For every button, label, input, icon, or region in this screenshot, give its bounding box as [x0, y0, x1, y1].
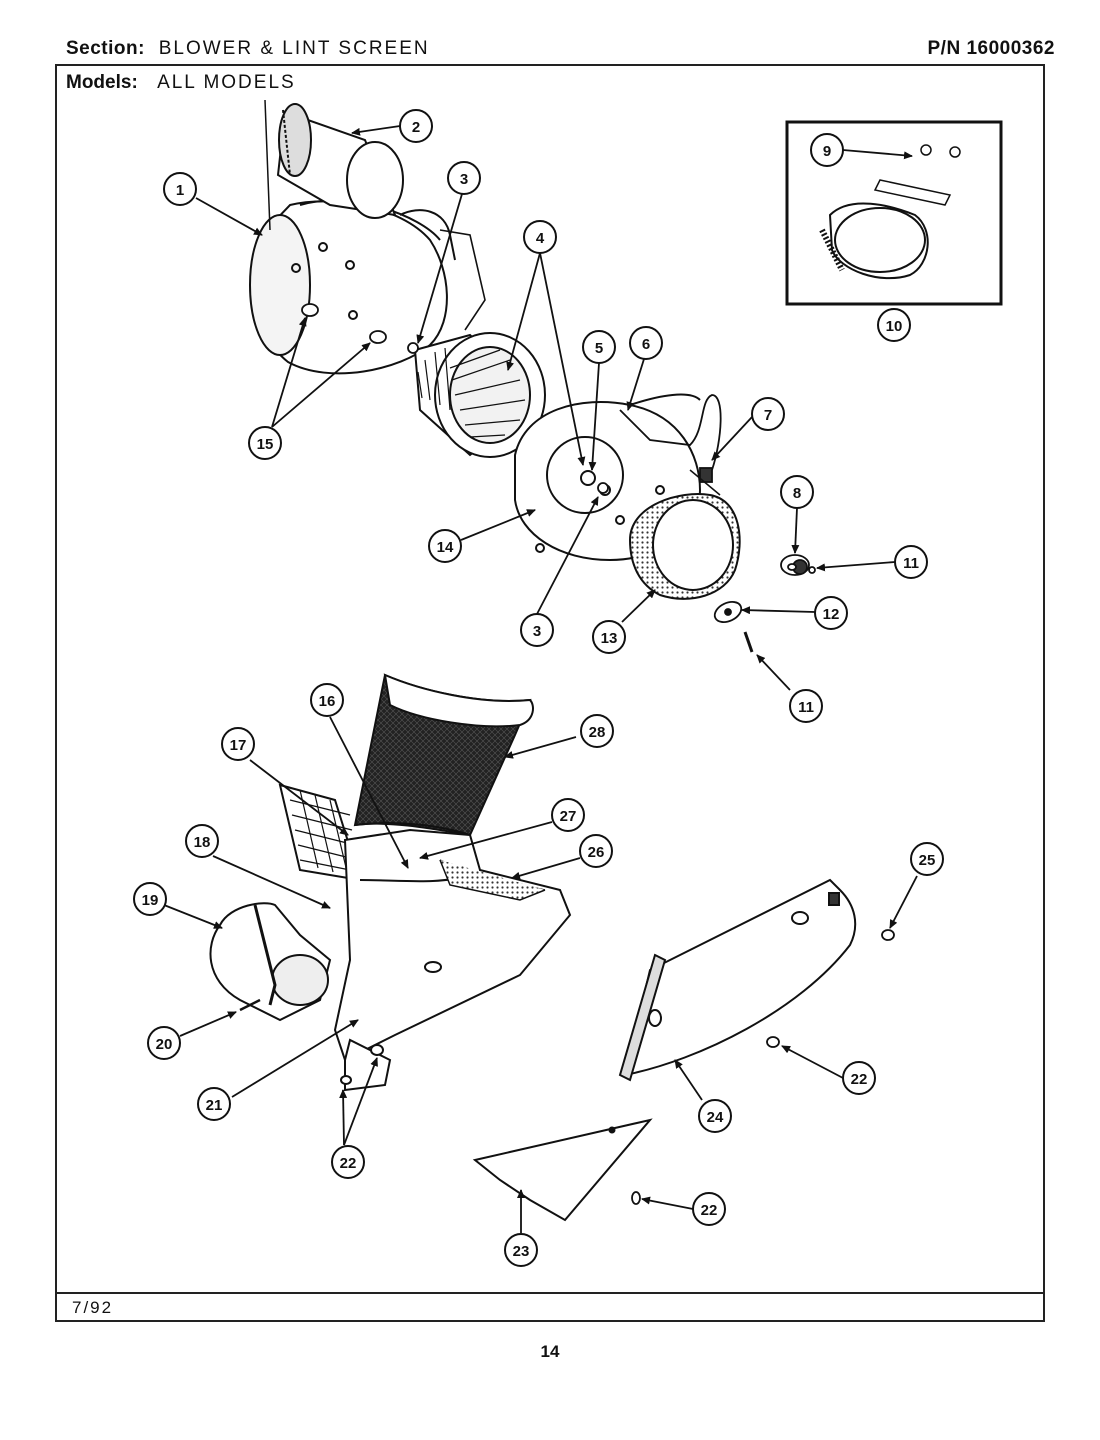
- svg-text:22: 22: [851, 1071, 868, 1088]
- motor-part: [276, 103, 486, 331]
- mounting-plate-part: [340, 1038, 392, 1092]
- svg-text:22: 22: [701, 1202, 718, 1219]
- footer-divider: [55, 1292, 1045, 1294]
- svg-text:5: 5: [595, 340, 603, 357]
- svg-text:27: 27: [560, 808, 577, 825]
- leader-lines: [163, 125, 918, 1233]
- callout-19: 19: [133, 882, 167, 916]
- svg-text:7: 7: [764, 407, 772, 424]
- callout-13: 13: [592, 620, 626, 654]
- callout-27: 27: [551, 798, 585, 832]
- svg-text:25: 25: [919, 852, 936, 869]
- duct-ring-part: [628, 469, 741, 600]
- svg-text:3: 3: [460, 171, 468, 188]
- callout-7: 7: [751, 397, 785, 431]
- svg-text:8: 8: [793, 485, 801, 502]
- svg-text:13: 13: [601, 630, 618, 647]
- callout-16: 16: [310, 683, 344, 717]
- callout-18: 18: [185, 824, 219, 858]
- models-label: Models:: [66, 72, 138, 93]
- svg-text:24: 24: [707, 1109, 724, 1126]
- svg-text:19: 19: [142, 892, 159, 909]
- svg-text:21: 21: [206, 1097, 223, 1114]
- svg-text:17: 17: [230, 737, 247, 754]
- callout-10: 10: [877, 308, 911, 342]
- callout-23: 23: [504, 1233, 538, 1267]
- svg-text:23: 23: [513, 1243, 530, 1260]
- callout-2: 2: [399, 109, 433, 143]
- revision-date: 7/92: [72, 1298, 114, 1317]
- callout-3-top: 3: [447, 161, 481, 195]
- baffle-plate-part: [472, 1118, 653, 1222]
- svg-text:28: 28: [589, 724, 606, 741]
- svg-text:12: 12: [823, 606, 840, 623]
- svg-text:14: 14: [437, 539, 454, 556]
- svg-text:15: 15: [257, 436, 274, 453]
- svg-text:4: 4: [536, 230, 545, 247]
- callout-8: 8: [780, 475, 814, 509]
- svg-text:16: 16: [319, 693, 336, 710]
- svg-text:22: 22: [340, 1155, 357, 1172]
- svg-text:2: 2: [412, 119, 420, 136]
- exhaust-duct-part: [209, 902, 332, 1022]
- svg-text:20: 20: [156, 1036, 173, 1053]
- callout-4: 4: [523, 220, 557, 254]
- thermostat-bracket-part: [713, 601, 754, 653]
- callout-14: 14: [428, 529, 462, 563]
- callout-5: 5: [582, 330, 616, 364]
- part-number: P/N 16000362: [927, 38, 1055, 59]
- svg-text:3: 3: [533, 623, 541, 640]
- callout-28: 28: [580, 714, 614, 748]
- callout-6: 6: [629, 326, 663, 360]
- svg-text:6: 6: [642, 336, 650, 353]
- section-label: Section:: [66, 38, 145, 59]
- svg-text:26: 26: [588, 844, 605, 861]
- models-header: Models: ALL MODELS: [66, 72, 296, 94]
- motor-kit-inset: [785, 120, 1003, 306]
- wire-lead-part: [619, 394, 722, 483]
- page-number: 14: [540, 1342, 560, 1361]
- side-panel-part: [618, 878, 857, 1082]
- svg-text:11: 11: [903, 555, 919, 572]
- callout-17: 17: [221, 727, 255, 761]
- callout-22-right: 22: [842, 1061, 876, 1095]
- svg-text:11: 11: [798, 699, 814, 716]
- diagram-frame: [55, 64, 1045, 1322]
- callout-20: 20: [147, 1026, 181, 1060]
- blower-wheel-part: [413, 332, 546, 458]
- callout-11-lower: 11: [789, 689, 823, 723]
- section-title: BLOWER & LINT SCREEN: [158, 38, 430, 59]
- screws: [301, 303, 895, 1205]
- callout-markers: 1 2 3 4 5 6 7 8 9 10 11 11 12 13 14 3 15…: [133, 109, 944, 1267]
- models-value: ALL MODELS: [157, 72, 296, 93]
- lint-screen-part: [353, 673, 534, 837]
- callout-11-upper: 11: [894, 545, 928, 579]
- svg-text:1: 1: [176, 182, 184, 199]
- callout-12: 12: [814, 596, 848, 630]
- callout-3-lower: 3: [520, 613, 554, 647]
- callout-26: 26: [579, 834, 613, 868]
- lint-filter-housing-part: [278, 783, 572, 1062]
- callout-15: 15: [248, 426, 282, 460]
- callout-1: 1: [163, 172, 197, 206]
- callout-24: 24: [698, 1099, 732, 1133]
- thermostat-part: [780, 554, 816, 576]
- callout-25: 25: [910, 842, 944, 876]
- svg-text:18: 18: [194, 834, 211, 851]
- callout-9: 9: [810, 133, 844, 167]
- svg-text:9: 9: [823, 143, 831, 160]
- section-header: Section: BLOWER & LINT SCREEN: [66, 38, 430, 60]
- svg-text:10: 10: [886, 318, 903, 335]
- callout-22-bottom: 22: [692, 1192, 726, 1226]
- callout-22-left: 22: [331, 1145, 365, 1179]
- blower-housing-part: [249, 99, 448, 375]
- callout-21: 21: [197, 1087, 231, 1121]
